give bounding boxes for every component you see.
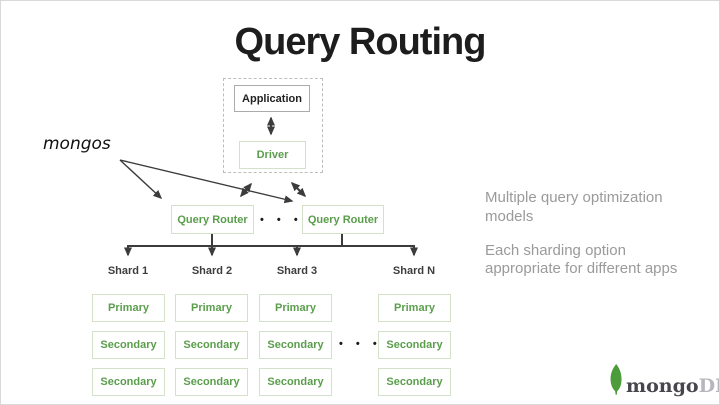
query-router-box-left: Query Router	[171, 205, 254, 234]
shard3-primary-box: Primary	[259, 294, 332, 322]
side-commentary: Multiple query optimization models Each …	[485, 189, 693, 294]
shard2-secondary2-box: Secondary	[175, 368, 248, 396]
driver-right-router-arrow	[290, 181, 307, 198]
shard2-primary-box: Primary	[175, 294, 248, 322]
shard3-secondary1-box: Secondary	[259, 331, 332, 359]
mongodb-leaf-icon	[610, 364, 622, 395]
shardN-secondary2-box: Secondary	[378, 368, 451, 396]
shard-label-3: Shard 3	[276, 265, 318, 277]
shard2-secondary1-box: Secondary	[175, 331, 248, 359]
shardN-secondary1-box: Secondary	[378, 331, 451, 359]
shard1-secondary2-box: Secondary	[92, 368, 165, 396]
mongodb-logo: mongoDB.	[609, 364, 719, 397]
mongodb-logo-text: mongoDB.	[626, 375, 719, 397]
shard-label-n: Shard N	[392, 265, 436, 277]
shard-label-1: Shard 1	[107, 265, 149, 277]
driver-box: Driver	[239, 141, 306, 169]
shardN-primary-box: Primary	[378, 294, 451, 322]
shard1-secondary1-box: Secondary	[92, 331, 165, 359]
query-router-box-right: Query Router	[302, 205, 384, 234]
shard-ellipsis: • • •	[339, 338, 382, 350]
shard-label-2: Shard 2	[191, 265, 233, 277]
mongos-annotation: mongos	[43, 134, 111, 154]
mongos-arrow-left	[119, 159, 163, 200]
side-text-para2: Each sharding option appropriate for dif…	[485, 241, 678, 278]
client-group-box	[223, 78, 323, 173]
shard1-primary-box: Primary	[92, 294, 165, 322]
router-ellipsis: • • •	[260, 214, 303, 226]
driver-left-router-arrow	[240, 182, 252, 198]
side-text-para1: Multiple query optimization models	[485, 189, 663, 225]
page-title: Query Routing	[234, 21, 487, 63]
shard3-secondary2-box: Secondary	[259, 368, 332, 396]
application-box: Application	[234, 85, 310, 112]
